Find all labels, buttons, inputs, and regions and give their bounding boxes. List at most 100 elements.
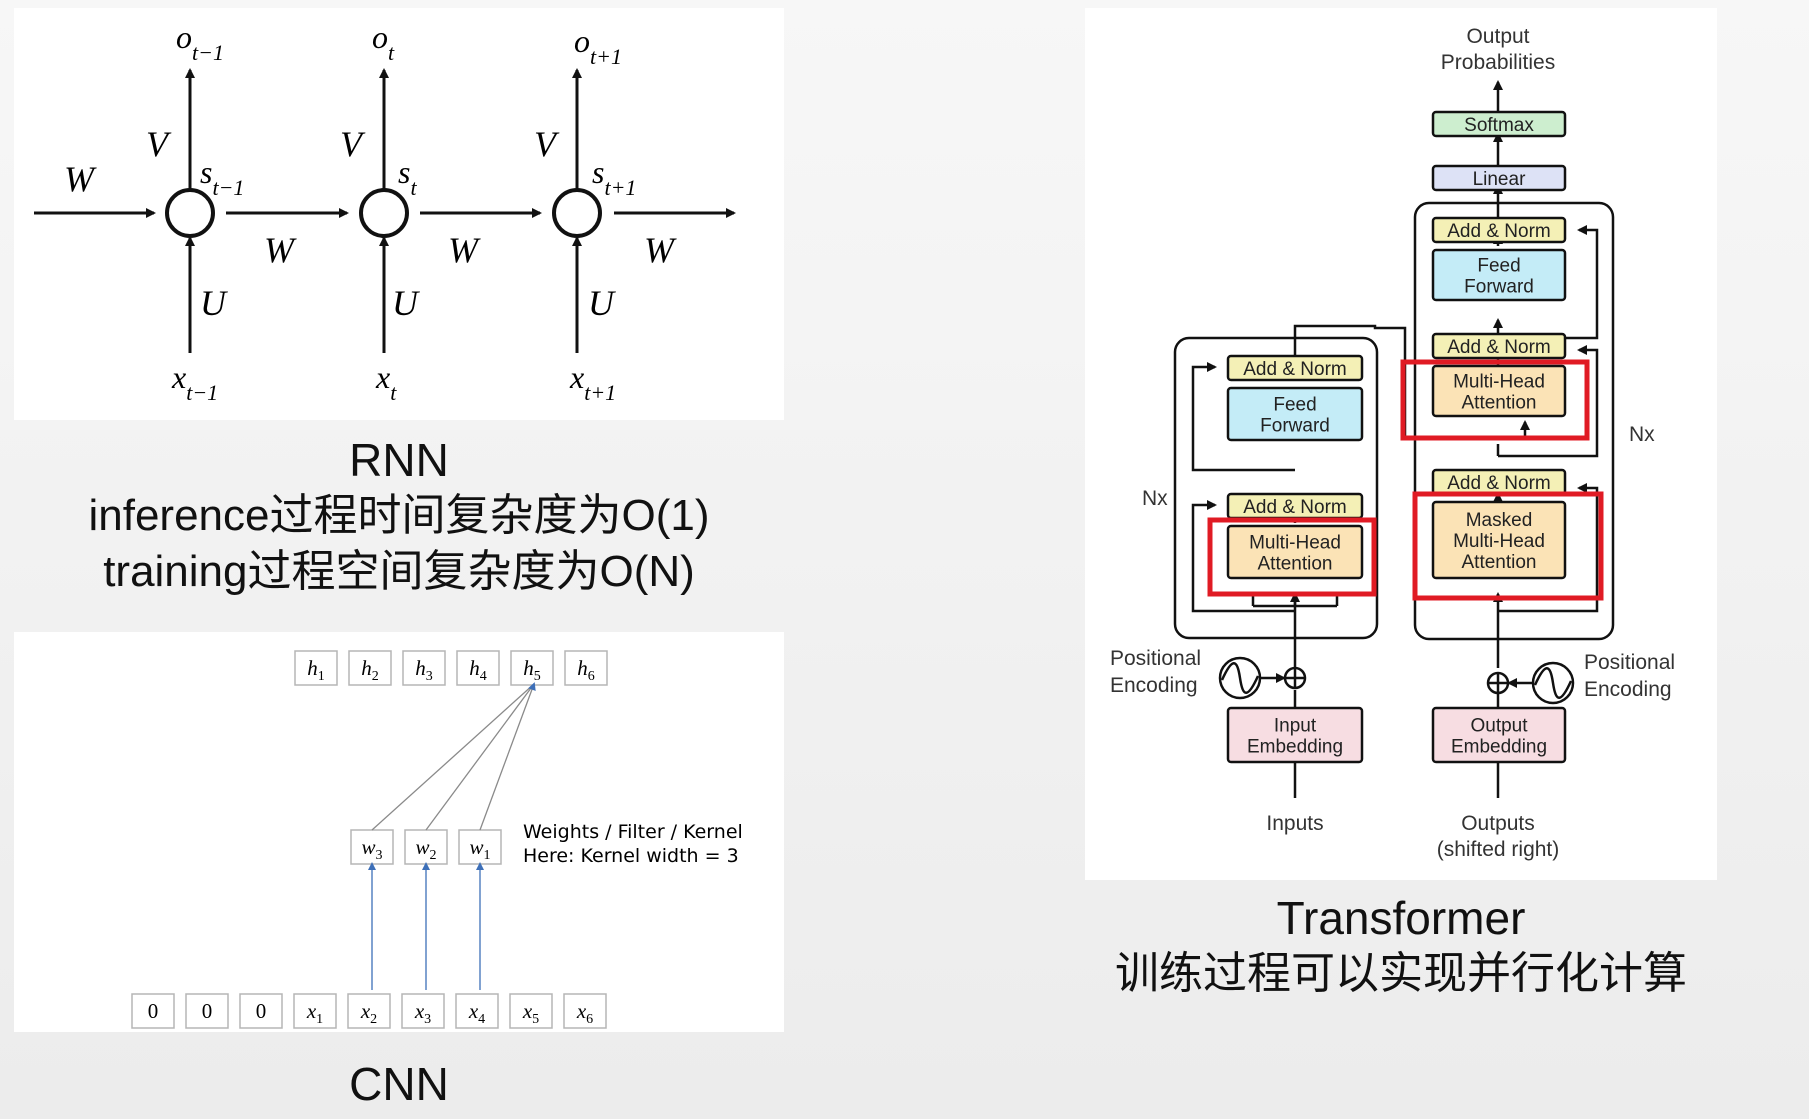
svg-text:Softmax: Softmax [1464,115,1534,136]
cnn-title: CNN [349,1058,449,1110]
svg-text:Attention: Attention [1462,393,1537,414]
cnn-output-cell: h6 [564,650,608,686]
rnn-weight-v: V [534,124,560,164]
svg-text:Input: Input [1274,716,1317,737]
inputs-label: Inputs [1266,812,1323,835]
decoder-positional-label: Positional [1584,651,1675,674]
svg-text:h1: h1 [307,656,325,684]
svg-text:x2: x2 [360,999,377,1027]
svg-text:Multi-Head: Multi-Head [1249,533,1341,554]
outputs-label: (shifted right) [1437,838,1560,861]
svg-text:Add & Norm: Add & Norm [1447,337,1550,358]
rnn-weight-v: V [146,124,172,164]
svg-text:Forward: Forward [1260,416,1330,437]
svg-text:Multi-Head: Multi-Head [1453,531,1545,552]
encoder-attention-highlight [1207,517,1377,597]
decoder-add-norm: Add & Norm [1431,332,1567,360]
svg-text:Attention: Attention [1258,554,1333,575]
softmax-block: Softmax [1431,110,1567,138]
svg-text:0: 0 [202,999,213,1023]
cnn-input-cell: x2 [347,993,391,1029]
svg-text:Feed: Feed [1273,395,1316,416]
encoder-positional-encoding [1218,656,1307,700]
svg-text:0: 0 [148,999,159,1023]
svg-text:0: 0 [256,999,267,1023]
rnn-caption: RNN inference过程时间复杂度为O(1) training过程空间复杂… [14,432,784,600]
cnn-output-cell: h3 [402,650,446,686]
rnn-weight-u: U [200,283,228,323]
rnn-title: RNN [349,434,449,486]
cnn-connection [479,682,536,831]
cnn-connection [371,683,535,831]
cnn-weight-cell: w3 [350,829,394,865]
svg-text:Output: Output [1470,716,1528,737]
decoder-add-norm: Add & Norm [1431,216,1567,244]
svg-text:x1: x1 [306,999,323,1027]
cnn-kernel-width-note: Here: Kernel width = 3 [523,845,739,867]
encoder-nx-label: Nx [1142,487,1168,510]
rnn-weight-w: W [448,230,481,270]
cnn-input-cell: x1 [293,993,337,1029]
cnn-input-cell: 0 [131,993,175,1029]
svg-text:Embedding: Embedding [1247,737,1343,758]
rnn-output-label: ot−1 [176,19,224,65]
cnn-kernel-note: Weights / Filter / Kernel [523,821,743,843]
rnn-inference-text: inference过程时间复杂度为O(1) [88,491,710,540]
cnn-connection [425,683,535,831]
svg-text:w3: w3 [361,835,382,863]
svg-text:h3: h3 [415,656,433,684]
rnn-panel: ot−1 ot ot+1 V V V st−1 st st+1 W W W W … [14,8,784,420]
svg-text:x3: x3 [414,999,431,1027]
decoder-nx-label: Nx [1629,423,1655,446]
svg-text:h2: h2 [361,656,379,684]
svg-text:Add & Norm: Add & Norm [1243,359,1346,380]
decoder-positional-label: Encoding [1584,678,1672,701]
rnn-unit [165,68,215,353]
svg-text:Linear: Linear [1473,169,1526,190]
cnn-output-cell: h5 [510,650,554,686]
rnn-training-text: training过程空间复杂度为O(N) [103,547,695,596]
encoder-add-norm: Add & Norm [1226,354,1364,382]
transformer-title: Transformer [1276,892,1526,944]
svg-text:h4: h4 [469,656,487,684]
decoder-positional-encoding [1486,661,1575,705]
transformer-subtitle: 训练过程可以实现并行化计算 [1115,949,1687,998]
rnn-unit [359,68,409,353]
svg-text:h6: h6 [577,656,595,684]
svg-text:Add & Norm: Add & Norm [1447,221,1550,242]
cnn-input-cell: 0 [239,993,283,1029]
cnn-input-cell: x4 [455,993,499,1029]
svg-text:w2: w2 [415,835,436,863]
rnn-state-label: st+1 [592,154,636,200]
rnn-weight-w: W [264,230,297,270]
rnn-output-label: ot [372,19,395,65]
rnn-state-label: st−1 [200,154,244,200]
decoder-stack-frame [1413,201,1615,641]
cnn-output-cell: h4 [456,650,500,686]
rnn-diagram: ot−1 ot ot+1 V V V st−1 st st+1 W W W W … [34,19,736,405]
rnn-weight-w: W [64,159,97,199]
cnn-output-cell: h2 [348,650,392,686]
encoder-add-norm: Add & Norm [1226,492,1364,520]
cnn-input-cell: x5 [509,993,553,1029]
rnn-state-label: st [398,154,417,200]
cnn-output-cell: h1 [294,650,338,686]
svg-text:Feed: Feed [1477,256,1520,277]
svg-text:Add & Norm: Add & Norm [1447,473,1550,494]
rnn-input-label: xt−1 [171,359,218,405]
svg-text:h5: h5 [523,656,541,684]
rnn-weight-u: U [588,283,616,323]
decoder-add-norm: Add & Norm [1431,468,1567,496]
outputs-label: Outputs [1461,812,1535,835]
cnn-weight-cell: w1 [458,829,502,865]
